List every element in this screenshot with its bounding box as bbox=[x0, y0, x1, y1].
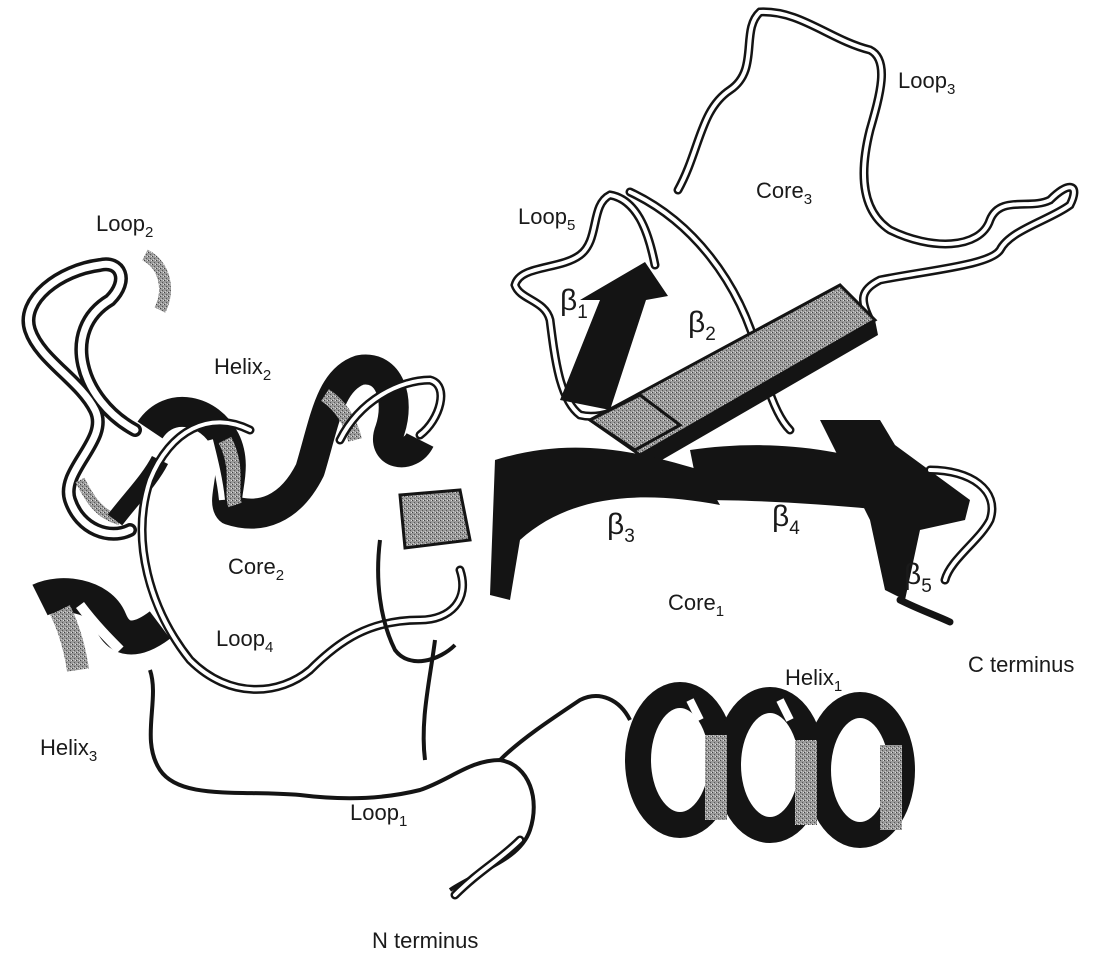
core1-label: Core1 bbox=[668, 592, 724, 619]
helix1-ribbon bbox=[638, 695, 902, 835]
loop1-label: Loop1 bbox=[350, 802, 407, 829]
helix2-label: Helix2 bbox=[214, 356, 271, 383]
loop3-label: Loop3 bbox=[898, 70, 955, 97]
helix3-label: Helix3 bbox=[40, 737, 97, 764]
helix3-ribbon bbox=[40, 595, 160, 670]
core2-label: Core2 bbox=[228, 556, 284, 583]
loop3-tube bbox=[678, 12, 1074, 320]
c-terminus-label: C terminus bbox=[968, 654, 1074, 676]
helix2-end-block bbox=[400, 490, 470, 548]
core3-label: Core3 bbox=[756, 180, 812, 207]
beta4-label: β4 bbox=[772, 502, 800, 538]
beta3-strand bbox=[490, 448, 720, 600]
beta3-label: β3 bbox=[607, 510, 635, 546]
helix2-ribbon bbox=[115, 370, 420, 520]
beta2-label: β2 bbox=[688, 308, 716, 344]
helix1-label: Helix1 bbox=[785, 667, 842, 694]
loop2-label: Loop2 bbox=[96, 213, 153, 240]
loop5-label: Loop5 bbox=[518, 206, 575, 233]
beta5-label: β5 bbox=[904, 560, 932, 596]
beta1-label: β1 bbox=[560, 286, 588, 322]
loop4-label: Loop4 bbox=[216, 628, 273, 655]
n-terminus-label: N terminus bbox=[372, 930, 478, 952]
